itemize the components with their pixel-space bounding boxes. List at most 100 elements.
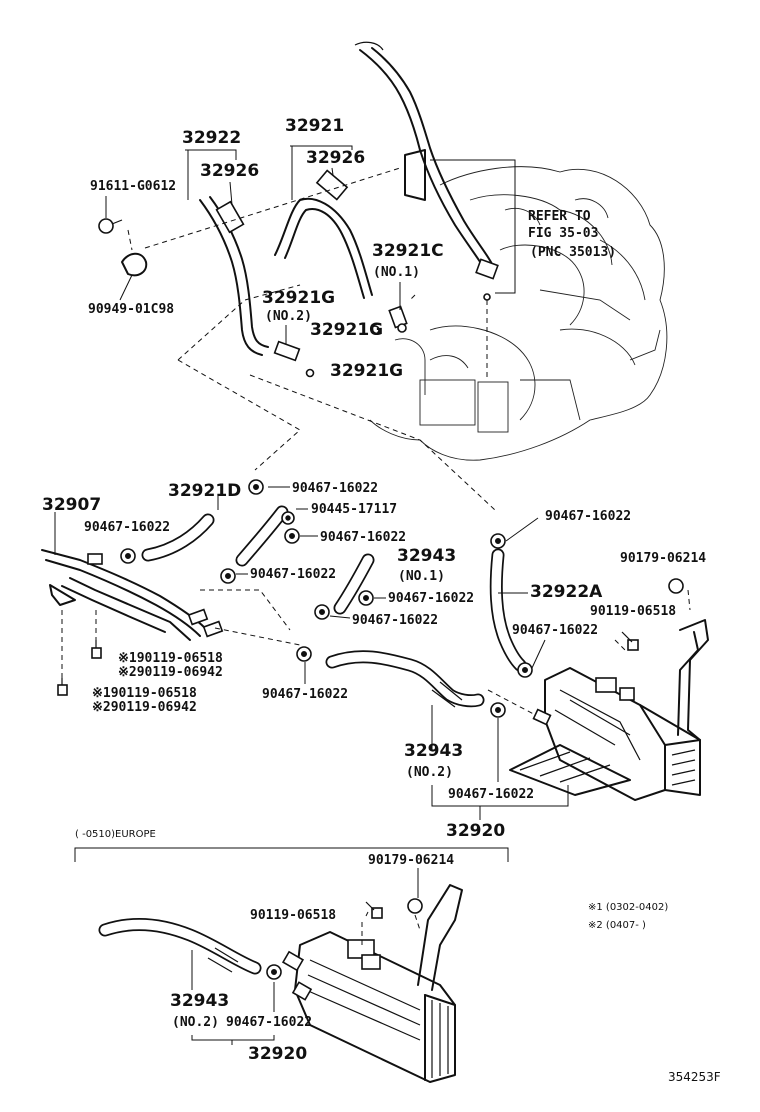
- bolt-icon: [365, 901, 383, 919]
- clamp-icon: [220, 568, 236, 584]
- label-europe: ( -0510)EUROPE: [75, 829, 156, 840]
- label-90467-g: 90467-16022: [545, 509, 631, 524]
- bolt-icon: [407, 898, 423, 914]
- label-32926-b: 32926: [306, 148, 365, 168]
- leader-lines-mid: [54, 486, 569, 820]
- callout-labels: 32922 32921 32926 32926 91611-G0612 9094…: [42, 116, 721, 1084]
- clamp-icon: [490, 702, 506, 718]
- label-90179-a: 90179-06214: [620, 551, 706, 566]
- bolt-icon: [668, 578, 684, 594]
- hose-32921d: [141, 513, 215, 562]
- dashed-leaders-mid: [61, 589, 691, 721]
- label-32921c: 32921C: [372, 241, 444, 261]
- label-90467-c: 90467-16022: [320, 530, 406, 545]
- clamp-icon: [296, 646, 312, 662]
- label-90467-eu: 90467-16022: [226, 1015, 312, 1030]
- label-32943-eu: 32943: [170, 991, 229, 1011]
- label-32921g-b: 32921G: [330, 361, 403, 381]
- hose-32943-no2: [325, 650, 485, 708]
- label-90179-b: 90179-06214: [368, 853, 454, 868]
- union-32921g-no2: [273, 340, 301, 362]
- label-90119-s1b: ※190119-06518: [92, 686, 197, 701]
- gasket-32921g-b: [305, 368, 315, 378]
- label-32943-eu-sub: (NO.2): [172, 1015, 219, 1030]
- label-90467-i: 90467-16022: [262, 687, 348, 702]
- label-32921g-no2: 32921G: [262, 288, 335, 308]
- label-32943-no2: 32943: [404, 741, 463, 761]
- label-32920: 32920: [446, 821, 505, 841]
- clamp-icon: [314, 604, 330, 620]
- label-90119-a: 90119-06518: [590, 604, 676, 619]
- clamp-icons: [120, 479, 533, 718]
- label-90119-b: 90119-06518: [250, 908, 336, 923]
- label-90119-s1a: ※190119-06518: [118, 651, 223, 666]
- label-refer-3: (PNC 35013): [530, 245, 616, 260]
- europe-bracket-line: [74, 847, 509, 862]
- gasket-32921g-a: [370, 325, 380, 335]
- label-32921g-a: 32921G: [310, 320, 383, 340]
- union-32921c: [388, 305, 408, 333]
- label-32920-eu: 32920: [248, 1044, 307, 1064]
- label-90467-b: 90467-16022: [292, 481, 378, 496]
- bolt-91611: [98, 218, 123, 234]
- label-90467-j: 90467-16022: [448, 787, 534, 802]
- label-90119-s2a: ※290119-06942: [118, 665, 223, 680]
- transmission-outline: [369, 166, 668, 461]
- label-32921c-no1: (NO.1): [373, 265, 420, 280]
- label-32907: 32907: [42, 495, 101, 515]
- leader-lines-europe: [191, 868, 419, 1045]
- cooler-pipe-32921: [274, 197, 373, 299]
- clamp-90949: [121, 252, 148, 277]
- label-32922: 32922: [182, 128, 241, 148]
- bolt-icon: [57, 678, 68, 696]
- oil-cooler-32920: [509, 619, 709, 801]
- clamp-icon: [358, 590, 374, 606]
- label-90445: 90445-17117: [311, 502, 397, 517]
- bolt-icons: [57, 578, 684, 696]
- hose-32922a: [489, 548, 527, 672]
- dashed-leaders-top: [127, 159, 516, 511]
- label-90467-h: 90467-16022: [512, 623, 598, 638]
- label-90467-a: 90467-16022: [84, 520, 170, 535]
- clamp-icon: [490, 533, 506, 549]
- clamp-icon: [266, 964, 282, 980]
- label-32943-no1-sub: (NO.1): [398, 569, 445, 584]
- hose-32926-a: [215, 200, 245, 234]
- figure-id: 354253F: [668, 1070, 721, 1084]
- hose-32926-b: [315, 169, 349, 201]
- bolt-icon: [621, 631, 639, 651]
- clamp-icon: [517, 662, 533, 678]
- clamp-icon: [281, 511, 295, 525]
- clamp-icon: [120, 548, 136, 564]
- label-90119-s2b: ※290119-06942: [92, 700, 197, 715]
- clamp-icon: [284, 528, 300, 544]
- label-32943-no1: 32943: [397, 546, 456, 566]
- dipstick-seal: [483, 293, 491, 301]
- label-refer-2: FIG 35-03: [528, 226, 598, 241]
- label-32921g-no2-sub: (NO.2): [265, 309, 312, 324]
- label-32943-no2-sub: (NO.2): [406, 765, 453, 780]
- label-32921: 32921: [285, 116, 344, 136]
- bolt-icon: [91, 640, 102, 659]
- label-refer-1: REFER TO: [528, 209, 591, 224]
- label-note-1: ※1 (0302-0402): [588, 902, 668, 913]
- label-90467-e: 90467-16022: [388, 591, 474, 606]
- label-note-2: ※2 (0407- ): [588, 920, 646, 931]
- label-91611: 91611-G0612: [90, 179, 176, 194]
- europe-hose-32943: [98, 918, 262, 975]
- dipstick-tube: [354, 41, 499, 280]
- hose-90445: [235, 505, 289, 567]
- cooler-tube-32907: [41, 549, 224, 641]
- label-90467-d: 90467-16022: [250, 567, 336, 582]
- europe-fasteners: [266, 898, 423, 980]
- label-90949: 90949-01C98: [88, 302, 174, 317]
- label-90467-f: 90467-16022: [352, 613, 438, 628]
- label-32926-a: 32926: [200, 161, 259, 181]
- hose-32943-no1: [333, 553, 375, 615]
- label-32921d: 32921D: [168, 481, 241, 501]
- label-32922a: 32922A: [530, 582, 603, 602]
- clamp-icon: [248, 479, 264, 495]
- europe-cooler-32920: [281, 884, 463, 1083]
